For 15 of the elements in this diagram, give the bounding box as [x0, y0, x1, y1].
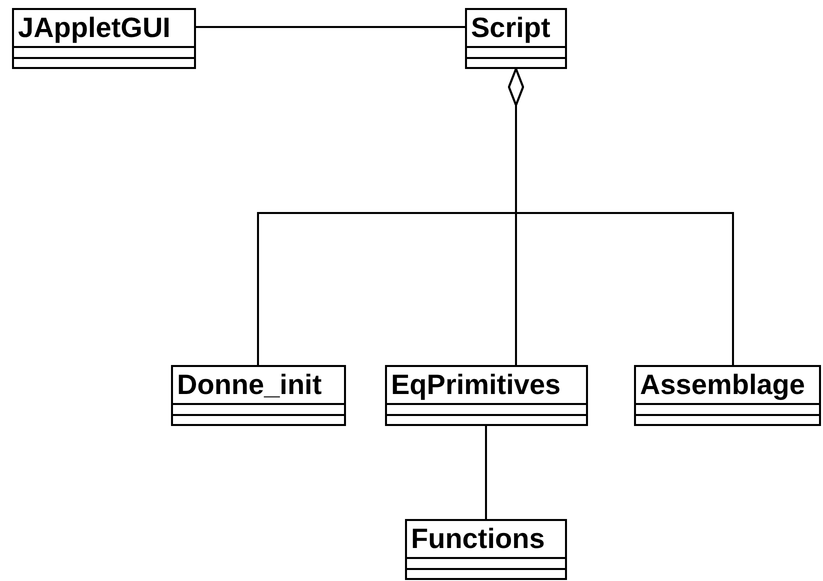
class-name: EqPrimitives: [390, 368, 562, 402]
association-line: [485, 426, 487, 519]
aggregation-line: [508, 68, 734, 365]
class-name: Donne_init: [176, 368, 323, 402]
association-line: [196, 26, 465, 28]
class-name: Script: [470, 11, 552, 45]
class-name: JAppletGUI: [17, 11, 172, 45]
class-box: [385, 365, 588, 426]
class-name: Functions: [410, 522, 546, 556]
class-box: [634, 365, 821, 426]
class-box: [12, 8, 196, 69]
class-box: [405, 519, 567, 580]
class-name: Assemblage: [639, 368, 806, 402]
class-box: [465, 8, 567, 69]
class-box: [171, 365, 346, 426]
